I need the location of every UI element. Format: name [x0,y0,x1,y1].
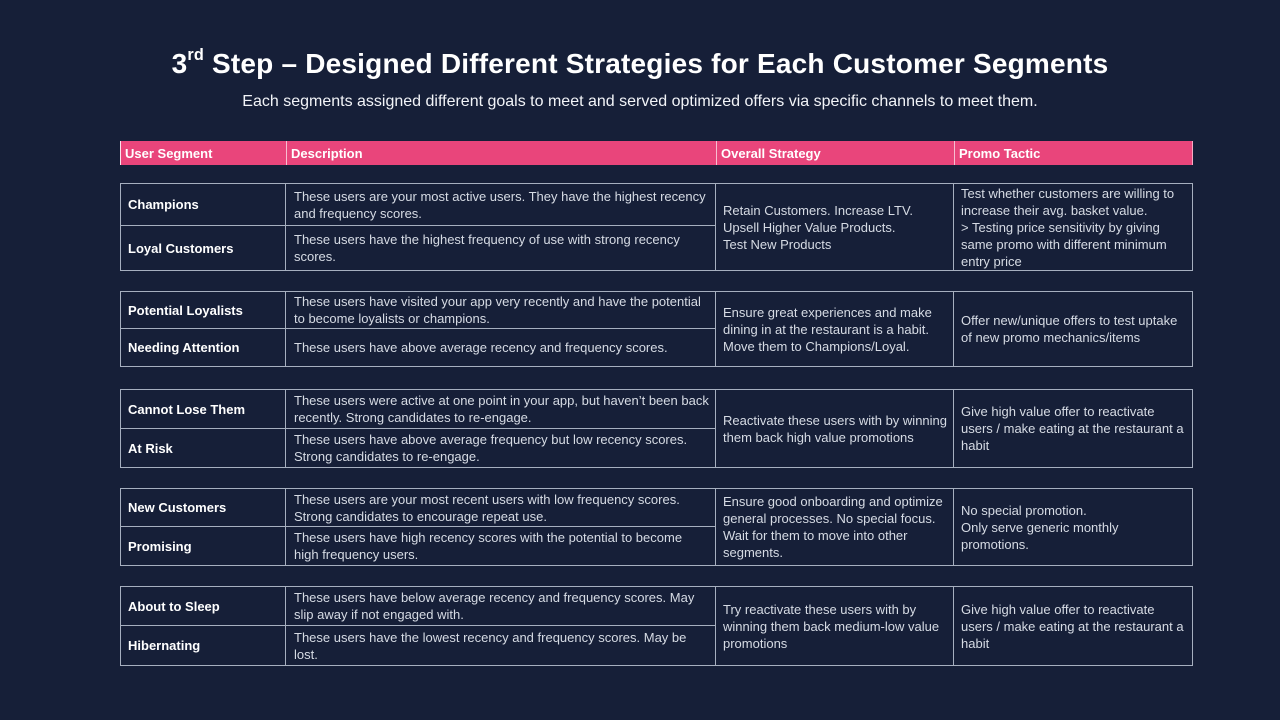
segment-description: These users have high recency scores wit… [286,527,716,565]
table-header-description: Description [286,141,716,165]
segment-group-potential-loyalists: Potential Loyalists These users have vis… [120,291,1193,367]
table-header-user-segment: User Segment [125,145,213,161]
promo-tactic-cell: Test whether customers are willing to in… [961,185,1175,269]
title-text: Step – Designed Different Strategies for… [204,48,1109,79]
segment-description: These users have visited your app very r… [286,292,716,329]
segment-description: These users have the lowest recency and … [286,626,716,665]
segment-name: Promising [121,527,286,565]
promo-tactic-cell: Offer new/unique offers to test uptake o… [961,313,1178,345]
segment-description: These users have the highest frequency o… [286,226,716,270]
strategy-cell: Retain Customers. Increase LTV. Upsell H… [716,184,954,270]
segment-name: Hibernating [121,626,286,665]
segment-description: These users are your most recent users w… [286,489,716,527]
title-ordinal-suffix: rd [187,46,205,65]
segment-name: Champions [121,184,286,226]
strategy-cell: Try reactivate these users with by winni… [716,587,954,665]
segment-name: About to Sleep [121,587,286,626]
table-header-overall-strategy: Overall Strategy [716,141,954,165]
page-subtitle: Each segments assigned different goals t… [242,93,1038,110]
segment-description: These users have above average recency a… [286,329,716,366]
segment-description: These users have below average recency a… [286,587,716,626]
segment-description: These users have above average frequency… [286,429,716,467]
table-header-promo-tactic: Promo Tactic [954,141,1192,165]
segment-name: Potential Loyalists [121,292,286,329]
segment-name: At Risk [121,429,286,467]
segment-group-new-customers: New Customers These users are your most … [120,488,1193,566]
segment-group-champions: Champions These users are your most acti… [120,183,1193,271]
promo-tactic-cell: No special promotion. Only serve generic… [961,502,1119,552]
segment-name: New Customers [121,489,286,527]
page-title: 3rd Step – Designed Different Strategies… [0,46,1280,80]
segment-group-cannot-lose-them: Cannot Lose Them These users were active… [120,389,1193,468]
title-step-number: 3 [171,48,188,79]
segment-name: Needing Attention [121,329,286,366]
strategy-cell: Ensure great experiences and make dining… [716,292,954,366]
segment-group-about-to-sleep: About to Sleep These users have below av… [120,586,1193,666]
strategy-cell: Reactivate these users with by winning t… [716,390,954,467]
strategy-cell: Ensure good onboarding and optimize gene… [716,489,954,565]
promo-tactic-cell: Give high value offer to reactivate user… [961,601,1184,651]
segment-name: Loyal Customers [121,226,286,270]
table-header-row: User Segment Description Overall Strateg… [120,141,1193,165]
promo-tactic-cell: Give high value offer to reactivate user… [961,404,1184,453]
segment-description: These users are your most active users. … [286,184,716,226]
segment-description: These users were active at one point in … [286,390,716,429]
segment-name: Cannot Lose Them [121,390,286,429]
